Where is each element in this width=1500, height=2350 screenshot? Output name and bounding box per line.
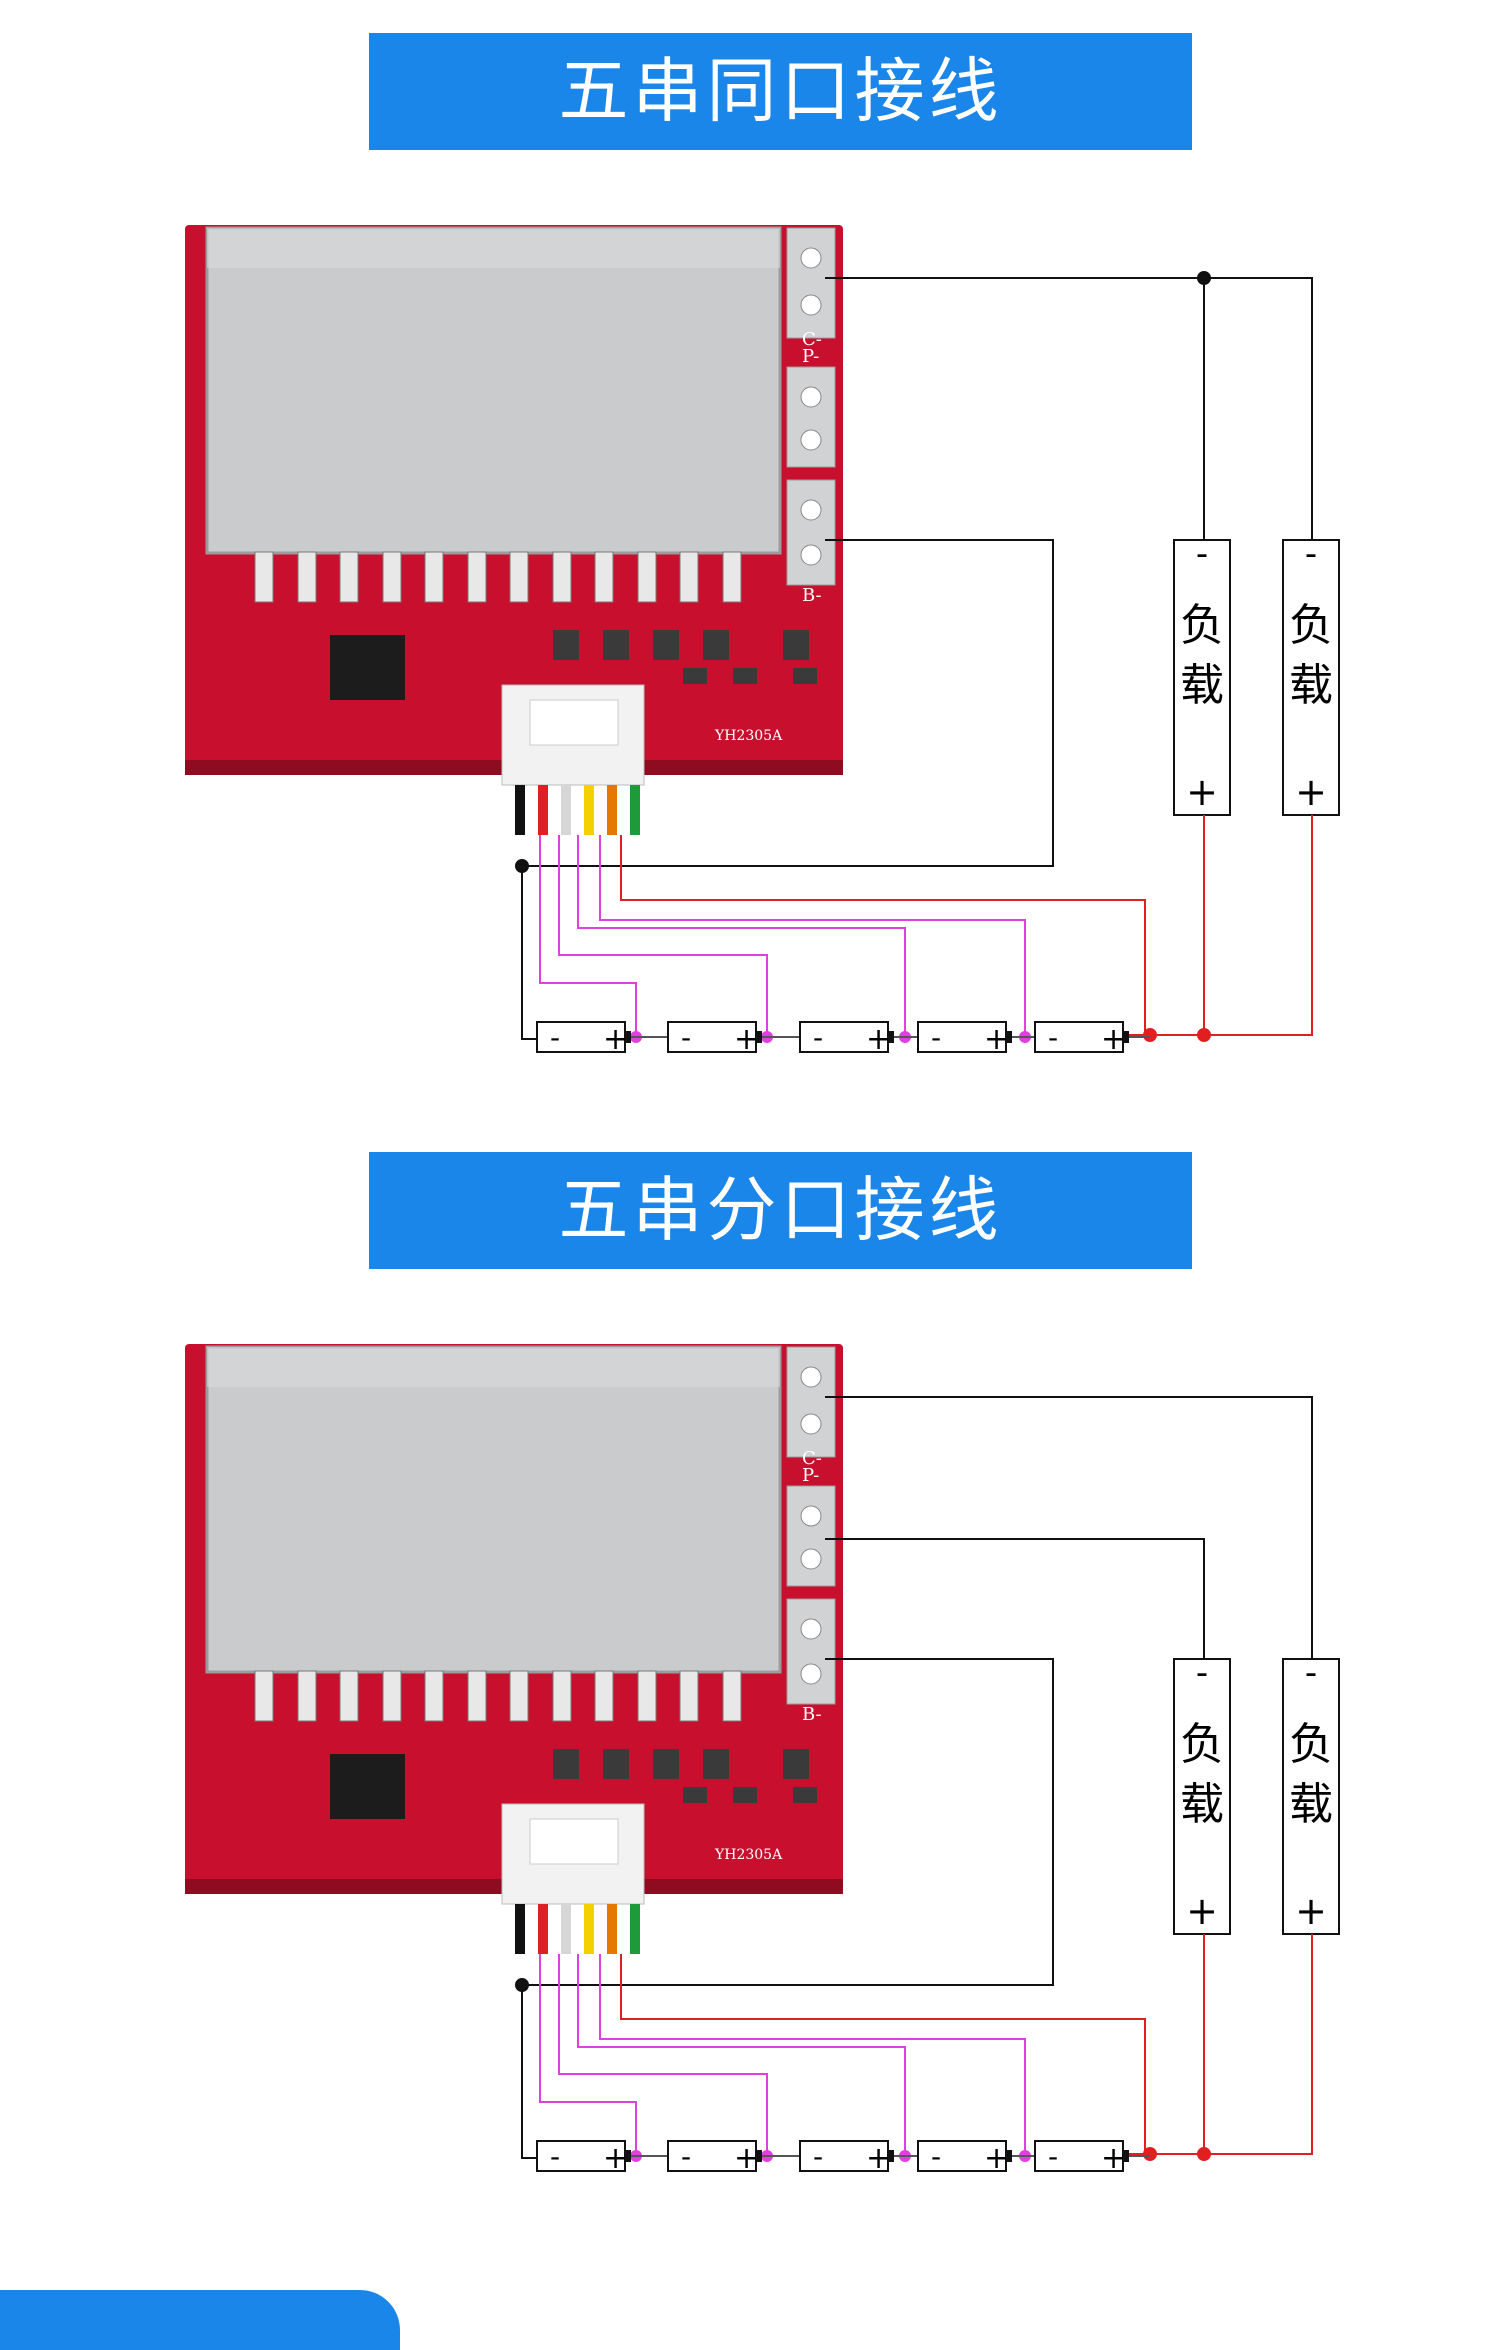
smd-components xyxy=(553,1749,817,1803)
cell-minus: - xyxy=(813,2140,823,2173)
mosfet-row xyxy=(254,1670,742,1722)
load-label-2: 载 xyxy=(1180,660,1224,711)
terminal-strip xyxy=(786,227,836,586)
load-minus: - xyxy=(1305,534,1317,574)
load-label-2: 载 xyxy=(1289,660,1333,711)
battery-cell-1: - + xyxy=(536,2140,631,2176)
diagram-svg: C- P- B- YH2305A xyxy=(185,225,1340,1057)
load-1: - 负 载 + xyxy=(1173,1653,1231,1935)
bms-board: C- P- B- YH2305A xyxy=(185,225,843,786)
terminal-label-c: C- xyxy=(802,329,822,350)
board-model-label: YH2305A xyxy=(714,728,783,744)
terminal-label-c: C- xyxy=(802,1448,822,1469)
smd-components xyxy=(553,630,817,684)
cell-minus: - xyxy=(681,1021,691,1054)
cell-plus: + xyxy=(984,2141,1009,2176)
positive-wires xyxy=(620,815,1313,1042)
load-1: - 负 载 + xyxy=(1173,534,1231,816)
load-label-2: 载 xyxy=(1289,1779,1333,1830)
section-title: 五串同口接线 xyxy=(558,50,1003,132)
connector-wires xyxy=(515,785,640,835)
cell-minus: - xyxy=(1048,2140,1058,2173)
cell-minus: - xyxy=(813,1021,823,1054)
section-title-banner: 五串分口接线 xyxy=(369,1152,1192,1269)
wiring-diagram-common-port: C- P- B- YH2305A xyxy=(0,0,1500,1057)
next-section-banner-edge xyxy=(0,2290,400,2350)
terminal-label-b: B- xyxy=(802,585,822,606)
cell-plus: + xyxy=(1101,2141,1126,2176)
heatsink xyxy=(205,1345,782,1674)
cell-plus: + xyxy=(1101,1022,1126,1057)
heatsink-highlight xyxy=(207,1347,780,1387)
battery-cell-2: - + xyxy=(667,1021,762,1057)
terminal-strip xyxy=(786,1346,836,1705)
cell-minus: - xyxy=(550,2140,560,2173)
diagram-svg: C- P- B- YH2305A xyxy=(185,1344,1340,2176)
cell-minus: - xyxy=(681,2140,691,2173)
cell-minus: - xyxy=(550,1021,560,1054)
load-plus: + xyxy=(1295,1889,1327,1933)
negative-load-wires xyxy=(515,1396,1313,2159)
load-minus: - xyxy=(1305,1653,1317,1693)
cell-plus: + xyxy=(734,1022,759,1057)
battery-cell-5: - + xyxy=(1034,1021,1129,1057)
cell-plus: + xyxy=(734,2141,759,2176)
cell-plus: + xyxy=(603,2141,628,2176)
cell-plus: + xyxy=(984,1022,1009,1057)
load-label-1: 负 xyxy=(1180,1719,1224,1770)
heatsink xyxy=(205,226,782,555)
controller-ic xyxy=(330,635,405,700)
section-title: 五串分口接线 xyxy=(558,1169,1003,1251)
cell-minus: - xyxy=(1048,1021,1058,1054)
terminal-label-p: P- xyxy=(802,346,819,367)
load-plus: + xyxy=(1186,770,1218,814)
cell-plus: + xyxy=(866,2141,891,2176)
load-label-1: 负 xyxy=(1289,600,1333,651)
bms-board: C- P- B- YH2305A xyxy=(185,1344,843,1905)
battery-cell-2: - + xyxy=(667,2140,762,2176)
cell-plus: + xyxy=(866,1022,891,1057)
balance-wires xyxy=(539,835,1031,1043)
cell-minus: - xyxy=(931,1021,941,1054)
load-plus: + xyxy=(1186,1889,1218,1933)
wiring-diagram-separate-port: C- P- B- YH2305A xyxy=(0,1119,1500,2176)
controller-ic xyxy=(330,1754,405,1819)
section-title-banner: 五串同口接线 xyxy=(369,33,1192,150)
load-2: - 负 载 + xyxy=(1282,534,1340,816)
load-minus: - xyxy=(1196,534,1208,574)
cell-minus: - xyxy=(931,2140,941,2173)
battery-cell-4: - + xyxy=(917,1021,1012,1057)
positive-wires xyxy=(620,1934,1313,2161)
board-model-label: YH2305A xyxy=(714,1847,783,1863)
negative-load-wires xyxy=(515,271,1313,1040)
terminal-label-b: B- xyxy=(802,1704,822,1725)
load-label-2: 载 xyxy=(1180,1779,1224,1830)
battery-cell-3: - + xyxy=(799,2140,894,2176)
battery-cell-3: - + xyxy=(799,1021,894,1057)
load-label-1: 负 xyxy=(1180,600,1224,651)
connector-wires xyxy=(515,1904,640,1954)
battery-cell-4: - + xyxy=(917,2140,1012,2176)
load-label-1: 负 xyxy=(1289,1719,1333,1770)
cell-plus: + xyxy=(603,1022,628,1057)
mosfet-row xyxy=(254,551,742,603)
load-2: - 负 载 + xyxy=(1282,1653,1340,1935)
battery-cell-1: - + xyxy=(536,1021,631,1057)
load-plus: + xyxy=(1295,770,1327,814)
heatsink-highlight xyxy=(207,228,780,268)
load-minus: - xyxy=(1196,1653,1208,1693)
terminal-label-p: P- xyxy=(802,1465,819,1486)
battery-cell-5: - + xyxy=(1034,2140,1129,2176)
